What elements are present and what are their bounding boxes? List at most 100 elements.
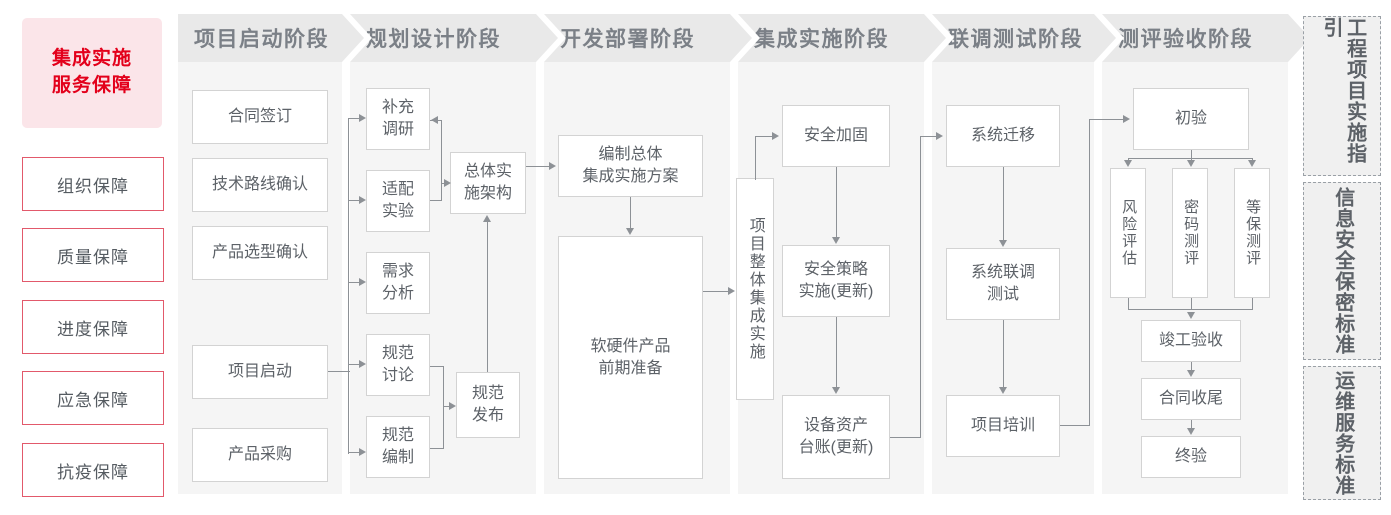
arrow-down-final	[1187, 428, 1195, 435]
node-adaptation-test[interactable]: 适配实验	[366, 170, 430, 232]
arrow-down-crypto	[1187, 160, 1195, 167]
node-overall-architecture[interactable]: 总体实施架构	[450, 152, 526, 214]
node-label: 竣工验收	[1158, 332, 1223, 350]
connector-to-spec-drafting	[348, 452, 360, 454]
connector-bus-to-release	[443, 406, 450, 408]
connector-risk-down	[1128, 298, 1130, 310]
node-label: 设备资产台账(更新)	[798, 417, 874, 456]
node-label: 产品采购	[227, 446, 292, 464]
connector-spine-planning	[348, 118, 350, 454]
phase-header-label: 联调测试阶段	[948, 28, 1083, 51]
node-final-acceptance[interactable]: 终验	[1141, 436, 1241, 478]
node-label: 总体实施架构	[463, 163, 512, 202]
node-hw-sw-preparation[interactable]: 软硬件产品前期准备	[558, 236, 703, 479]
connector-policy-to-asset	[836, 317, 838, 388]
connector-closure-to-final	[1191, 420, 1193, 429]
sidebar-item-label: 质量保障	[57, 247, 129, 267]
sidebar-item-schedule[interactable]: 进度保障	[22, 300, 164, 354]
node-spec-discussion[interactable]: 规范讨论	[366, 334, 430, 396]
sidebar-item-organization[interactable]: 组织保障	[22, 157, 164, 211]
node-spec-release[interactable]: 规范发布	[456, 372, 520, 438]
connector-jointtest-to-training	[1003, 320, 1005, 388]
connector-eval-bus	[1128, 158, 1253, 160]
arrow-back-to-research	[431, 116, 438, 124]
sidebar-item-epidemic[interactable]: 抗疫保障	[22, 443, 164, 497]
node-system-migration[interactable]: 系统迁移	[946, 105, 1060, 167]
arrow-to-spec-discussion	[359, 360, 366, 368]
node-integration-plan-drafting[interactable]: 编制总体集成实施方案	[558, 135, 703, 197]
node-project-training[interactable]: 项目培训	[946, 395, 1060, 457]
phase-header-jointtest: 联调测试阶段	[932, 14, 1116, 62]
connector-discussion-bus	[430, 366, 444, 368]
node-label: 终验	[1174, 448, 1207, 466]
node-label: 风险评估	[1120, 199, 1138, 267]
connector-training-out	[1060, 425, 1090, 427]
sidebar-item-quality[interactable]: 质量保障	[22, 228, 164, 282]
arrow-to-hardening	[772, 132, 779, 140]
node-label: 初验	[1174, 110, 1207, 128]
connector-to-research	[348, 118, 360, 120]
sidebar-item-label: 进度保障	[57, 319, 129, 339]
sidebar-title: 集成实施 服务保障	[22, 18, 162, 128]
standard-ops-service[interactable]: 运维服务标准	[1303, 366, 1381, 500]
connector-to-preliminary	[1089, 119, 1124, 121]
node-label: 系统联调测试	[970, 264, 1035, 303]
phase-header-label: 开发部署阶段	[560, 28, 695, 51]
node-label: 系统迁移	[970, 127, 1035, 145]
arrow-to-integration	[728, 287, 735, 295]
node-requirement-analysis[interactable]: 需求分析	[366, 252, 430, 314]
connector-to-migration	[920, 136, 937, 138]
node-label: 等保测评	[1244, 199, 1262, 267]
connector-adaptation-bus	[430, 200, 442, 202]
arrow-down-jointtest	[999, 240, 1007, 247]
node-tech-route-confirm[interactable]: 技术路线确认	[192, 158, 328, 212]
connector-crypto-down	[1191, 298, 1193, 310]
node-security-hardening[interactable]: 安全加固	[782, 105, 890, 167]
phase-header-startup: 项目启动阶段	[178, 14, 364, 62]
node-supplementary-research[interactable]: 补充调研	[366, 88, 430, 150]
node-asset-ledger-update[interactable]: 设备资产台账(更新)	[782, 395, 890, 479]
node-security-policy-impl[interactable]: 安全策略实施(更新)	[782, 245, 890, 317]
node-completion-acceptance[interactable]: 竣工验收	[1141, 320, 1241, 362]
connector-kickoff-out	[328, 371, 350, 373]
node-crypto-evaluation[interactable]: 密码测评	[1172, 168, 1208, 298]
phase-header-label: 测评验收阶段	[1118, 28, 1253, 51]
node-system-joint-test[interactable]: 系统联调测试	[946, 248, 1060, 320]
node-overall-integration-impl[interactable]: 项目整体集成实施	[736, 178, 774, 400]
node-mlps-evaluation[interactable]: 等保测评	[1234, 168, 1270, 298]
node-label: 规范发布	[471, 385, 504, 424]
node-risk-assessment[interactable]: 风险评估	[1110, 168, 1146, 298]
standard-infosec-confidentiality[interactable]: 信息安全保密标准	[1303, 182, 1381, 360]
arrow-to-spec-release	[449, 402, 456, 410]
connector-to-requirement	[348, 282, 360, 284]
node-label: 产品选型确认	[211, 244, 308, 262]
node-contract-signing[interactable]: 合同签订	[192, 90, 328, 144]
standard-engineering-guideline[interactable]: 工程项目实施指引	[1303, 16, 1381, 176]
arrow-down-training	[999, 387, 1007, 394]
arrow-to-spec-drafting	[359, 448, 366, 456]
sidebar-item-emergency[interactable]: 应急保障	[22, 371, 164, 425]
node-product-selection[interactable]: 产品选型确认	[192, 226, 328, 280]
sidebar-title-line2: 服务保障	[51, 75, 132, 96]
node-label: 需求分析	[381, 263, 414, 302]
node-spec-drafting[interactable]: 规范编制	[366, 416, 430, 478]
arrow-to-plan-drafting	[549, 162, 556, 170]
connector-to-spec-discussion	[348, 364, 360, 366]
sidebar-title-line1: 集成实施	[51, 48, 132, 70]
connector-integration-up	[755, 136, 757, 180]
node-project-kickoff[interactable]: 项目启动	[192, 345, 328, 399]
connector-architecture-to-plan	[526, 166, 550, 168]
node-product-purchase[interactable]: 产品采购	[192, 428, 328, 482]
node-preliminary-acceptance[interactable]: 初验	[1133, 88, 1249, 150]
node-label: 安全加固	[803, 127, 868, 145]
phase-header-planning: 规划设计阶段	[350, 14, 558, 62]
node-label: 软硬件产品前期准备	[590, 337, 671, 377]
node-label: 规范编制	[381, 427, 414, 466]
arrow-down-completion	[1187, 312, 1195, 319]
node-contract-closure[interactable]: 合同收尾	[1141, 378, 1241, 420]
standard-label: 信息安全保密标准	[1331, 187, 1354, 355]
phase-header-label: 规划设计阶段	[366, 28, 501, 51]
arrow-down-prep	[626, 228, 634, 235]
node-label: 补充调研	[381, 99, 414, 138]
